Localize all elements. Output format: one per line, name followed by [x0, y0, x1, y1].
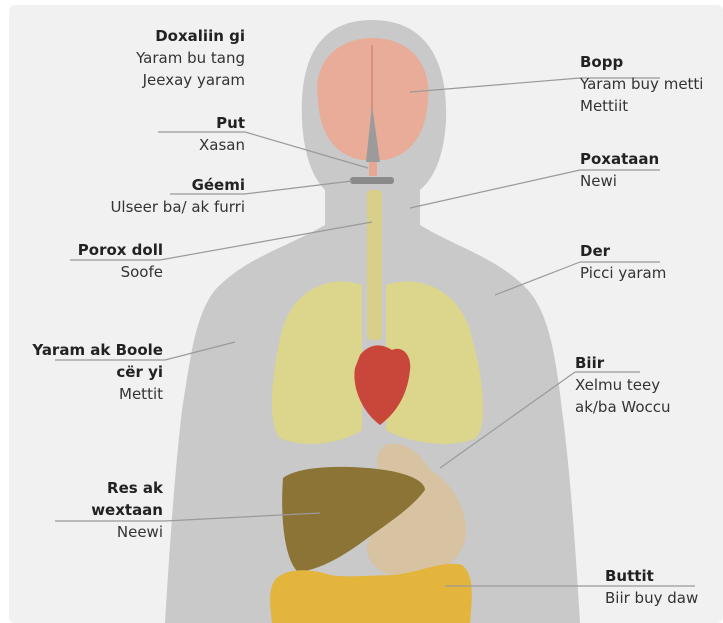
label-put: Put Xasan [199, 112, 245, 156]
label-doxaliin-line1: Yaram bu tang [136, 47, 245, 69]
label-res-title-2: wextaan [91, 499, 163, 521]
spinal-neck [369, 162, 377, 176]
label-geemi-line1: Ulseer ba/ ak furri [110, 196, 245, 218]
label-biir-line1: Xelmu teey [575, 374, 671, 396]
label-geemi-title: Géemi [110, 174, 245, 196]
label-poxataan-title: Poxataan [580, 148, 659, 170]
label-yaram-boole-line1: Mettit [32, 383, 163, 405]
label-porox: Porox doll Soofe [78, 239, 163, 283]
label-der: Der Picci yaram [580, 240, 666, 284]
label-buttit: Buttit Biir buy daw [605, 565, 698, 609]
label-yaram-boole: Yaram ak Boole cër yi Mettit [32, 339, 163, 405]
label-geemi: Géemi Ulseer ba/ ak furri [110, 174, 245, 218]
label-res-title-1: Res ak [91, 477, 163, 499]
label-doxaliin-title: Doxaliin gi [136, 25, 245, 47]
label-res: Res ak wextaan Neewi [91, 477, 163, 543]
label-put-title: Put [199, 112, 245, 134]
label-poxataan: Poxataan Newi [580, 148, 659, 192]
label-biir: Biir Xelmu teey ak/ba Woccu [575, 352, 671, 418]
label-yaram-boole-title-2: cër yi [32, 361, 163, 383]
label-bopp-title: Bopp [580, 51, 703, 73]
label-doxaliin-line2: Jeexay yaram [136, 69, 245, 91]
label-porox-line1: Soofe [78, 261, 163, 283]
label-buttit-title: Buttit [605, 565, 698, 587]
label-bopp-line1: Yaram buy metti [580, 73, 703, 95]
label-yaram-boole-title-1: Yaram ak Boole [32, 339, 163, 361]
leader-line-poxataan-pointer [410, 170, 580, 208]
label-res-line1: Neewi [91, 521, 163, 543]
trachea [367, 190, 382, 340]
label-biir-title: Biir [575, 352, 671, 374]
thyroid [350, 177, 394, 184]
label-biir-line2: ak/ba Woccu [575, 396, 671, 418]
label-bopp-line2: Mettiit [580, 95, 703, 117]
label-der-title: Der [580, 240, 666, 262]
label-poxataan-line1: Newi [580, 170, 659, 192]
label-doxaliin: Doxaliin gi Yaram bu tang Jeexay yaram [136, 25, 245, 91]
label-put-line1: Xasan [199, 134, 245, 156]
label-buttit-line1: Biir buy daw [605, 587, 698, 609]
label-der-line1: Picci yaram [580, 262, 666, 284]
label-porox-title: Porox doll [78, 239, 163, 261]
label-bopp: Bopp Yaram buy metti Mettiit [580, 51, 703, 117]
